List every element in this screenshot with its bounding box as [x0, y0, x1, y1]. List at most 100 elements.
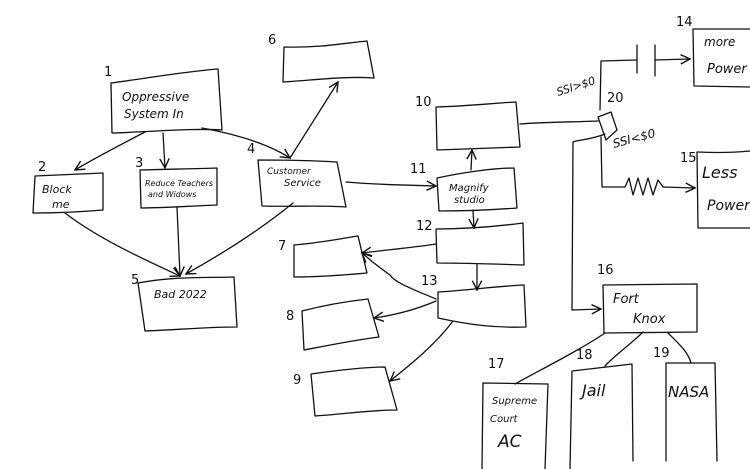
node-label: Block [42, 183, 72, 196]
node-label: more [704, 35, 735, 49]
node-box [692, 28, 750, 88]
node-12[interactable]: 12 [416, 219, 525, 266]
node-label: Supreme [492, 396, 537, 407]
node-number: 2 [38, 160, 46, 175]
edge-10-to-20 [519, 120, 599, 125]
node-box [137, 276, 238, 332]
node-label: me [52, 198, 70, 211]
edge-16-to-18 [604, 331, 644, 367]
edge-3-to-5 [177, 206, 180, 276]
node-label: NASA [668, 383, 709, 401]
edge-13-to-8 [374, 300, 437, 318]
node-box [696, 150, 750, 229]
node-number: 16 [597, 263, 614, 278]
node-box [257, 159, 347, 208]
node-label: AC [497, 432, 522, 452]
edge-4-to-11 [345, 182, 436, 186]
edge-20-down [600, 136, 626, 188]
node-box [435, 222, 525, 266]
node-less-power[interactable]: 15 Less Power [680, 150, 750, 229]
node-box [32, 172, 104, 214]
node-label: Oppressive [122, 90, 189, 104]
edge-16-to-17 [514, 332, 606, 385]
node-number: 4 [247, 142, 255, 157]
capacitor-icon [636, 44, 656, 77]
edge-1-to-3 [163, 132, 165, 168]
node-box [110, 68, 223, 134]
edge-11-to-10 [471, 150, 472, 171]
node-jail[interactable]: 18 Jail [569, 348, 634, 469]
edge-20-up [599, 59, 638, 111]
node-number: 7 [278, 239, 286, 254]
node-label: Court [490, 414, 519, 425]
condition-ssi-negative: SSI<$0 [611, 126, 657, 151]
node-block-me[interactable]: 2 Block me [32, 160, 104, 214]
node-number: 5 [131, 273, 139, 288]
node-label: Magnify [449, 183, 490, 194]
edge-13-to-7 [362, 253, 437, 300]
node-number: 18 [576, 348, 593, 363]
node-label: Bad 2022 [154, 288, 207, 301]
node-oppressive-system[interactable]: 1 Oppressive System In [104, 65, 223, 134]
edge-4-to-6 [289, 82, 338, 159]
node-box [310, 366, 398, 417]
node-reduce-teachers[interactable]: 3 Reduce Teachers and Widows [135, 156, 218, 209]
node-customer-service[interactable]: 4 Customer Service [247, 142, 347, 208]
edge-1-to-4 [201, 127, 290, 158]
edge-capacitor-to-14 [654, 59, 690, 60]
edge-12-to-7 [362, 243, 437, 253]
node-label: Service [284, 178, 321, 189]
node-label: Power [707, 62, 748, 77]
edges [64, 59, 695, 385]
decision-node-20[interactable]: 20 [597, 91, 624, 141]
node-6[interactable]: 6 [268, 33, 375, 83]
edge-16-to-19 [667, 332, 692, 364]
node-number: 12 [416, 219, 433, 234]
node-number: 13 [421, 274, 438, 289]
node-nasa[interactable]: 19 NASA [653, 346, 718, 462]
node-number: 15 [680, 151, 697, 166]
node-magnify-studio[interactable]: 11 Magnify studio [410, 162, 518, 212]
node-13[interactable]: 13 [421, 274, 527, 328]
node-9[interactable]: 9 [293, 366, 398, 417]
node-box [293, 235, 368, 278]
node-box [569, 363, 634, 469]
node-bad-2022[interactable]: 5 Bad 2022 [131, 273, 238, 332]
edge-4-to-5 [186, 202, 294, 274]
node-10[interactable]: 10 [415, 95, 521, 151]
node-number: 1 [104, 65, 112, 80]
node-label: Reduce Teachers [145, 179, 213, 188]
node-number: 3 [135, 156, 143, 171]
resistor-icon [624, 177, 664, 196]
node-number: 8 [286, 309, 294, 324]
node-label: Less [702, 163, 737, 182]
node-label: Fort [613, 292, 640, 307]
node-label: and Widows [148, 190, 196, 199]
condition-ssi-positive: SSI>$0 [555, 74, 597, 99]
node-label: Jail [579, 381, 606, 400]
node-number: 14 [676, 15, 693, 30]
node-number: 11 [410, 162, 427, 177]
edge-resistor-to-15 [662, 187, 695, 188]
node-number: 9 [293, 373, 301, 388]
node-number: 10 [415, 95, 432, 110]
node-number: 20 [607, 91, 624, 106]
node-box [301, 298, 380, 351]
node-number: 19 [653, 346, 670, 361]
node-more-power[interactable]: 14 more Power [676, 15, 750, 88]
node-7[interactable]: 7 [278, 235, 368, 278]
edge-2-to-5 [64, 212, 180, 276]
node-supreme-court[interactable]: 17 Supreme Court AC [481, 357, 549, 469]
node-8[interactable]: 8 [286, 298, 380, 351]
edge-1-to-2 [75, 131, 146, 170]
node-box [436, 167, 518, 212]
node-label: Knox [633, 312, 666, 327]
edge-13-to-9 [390, 320, 454, 381]
diamond-decision-icon [597, 111, 618, 141]
node-box [665, 362, 718, 462]
node-fort-knox[interactable]: 16 Fort Knox [597, 263, 698, 334]
node-box [437, 284, 527, 328]
edge-11-to-12 [473, 209, 474, 228]
edge-20-to-16 [571, 133, 606, 310]
